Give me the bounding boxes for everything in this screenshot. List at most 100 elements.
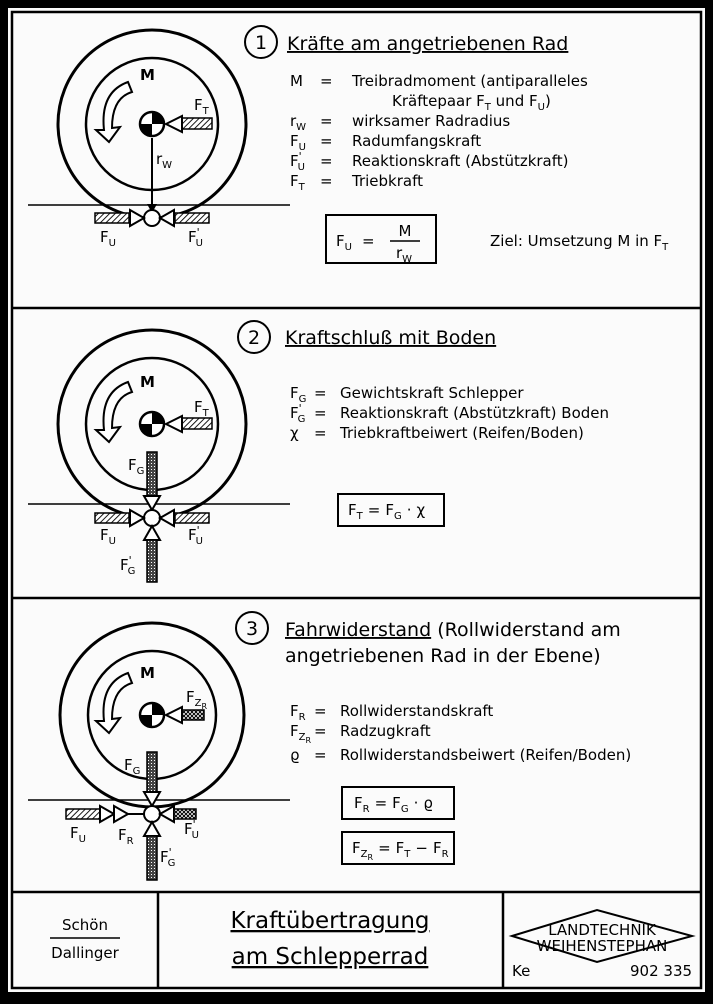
- legend-row: rW: [290, 112, 306, 133]
- sheet-title-1: Kraftübertragung: [230, 908, 429, 934]
- contact-point-3: [143, 805, 161, 823]
- legend-description: Rollwiderstandsbeiwert (Reifen/Boden): [340, 746, 631, 764]
- section-1: M FT rW FU F'U 1 Kräfte am angetriebenen…: [28, 25, 669, 265]
- label-FU-3: FU: [70, 824, 86, 845]
- formula-1-denominator: rW: [396, 244, 412, 265]
- legend-equals: =: [320, 152, 333, 170]
- formula-box-3a: [341, 786, 455, 820]
- label-FG-2: FG: [128, 456, 144, 477]
- label-FU: FU: [100, 228, 116, 249]
- contact-point-2: [143, 509, 161, 527]
- formula-1-lhs: FU=: [336, 232, 375, 253]
- label-FU-2: FU: [100, 526, 116, 547]
- section-2: M FT FG FU F'U F'G 2 Kraftschluß mit Bod…: [28, 320, 609, 583]
- section-number-1: 1: [255, 32, 267, 54]
- moment-arrow-3: [93, 671, 134, 735]
- label-M: M: [140, 66, 155, 84]
- legend-description: Triebkraft: [351, 172, 423, 190]
- label-M-3: M: [140, 664, 155, 682]
- force-FG-bar-2: [146, 451, 158, 497]
- legend-description: Treibradmoment (antiparalleles: [351, 72, 588, 90]
- formula-1-numerator: M: [399, 222, 412, 240]
- goal-text: Ziel: Umsetzung M in FT: [490, 232, 669, 253]
- legend-description: wirksamer Radradius: [352, 112, 510, 130]
- legend-equals: =: [314, 746, 327, 764]
- legend-description: Reaktionskraft (Abstützkraft) Boden: [340, 404, 609, 422]
- legend-row: F'U: [290, 150, 305, 173]
- legend-row: FZR: [290, 722, 312, 745]
- title-block: Schön Dallinger Kraftübertragung am Schl…: [50, 908, 696, 980]
- label-FU-prime-3: F'U: [184, 818, 199, 841]
- legend-equals: =: [314, 702, 327, 720]
- label-FU-prime: F'U: [188, 226, 203, 249]
- legend-row: ϱ: [290, 746, 300, 764]
- contact-point-1: [143, 209, 161, 227]
- formula-2: FT=FG·χ: [348, 501, 426, 522]
- wheel-1: M FT rW FU F'U: [28, 28, 290, 249]
- legend-equals: =: [314, 404, 327, 422]
- label-rW: rW: [156, 150, 172, 171]
- legend-equals: =: [314, 424, 327, 442]
- label-FG-prime-3: F'G: [160, 846, 175, 869]
- legend-description: Rollwiderstandskraft: [340, 702, 493, 720]
- formula-3a: FR=FG·ϱ: [354, 794, 433, 815]
- wheel-3: M FZR FG FU FR F'U F'G: [28, 621, 290, 881]
- legend-description: Radzugkraft: [340, 722, 431, 740]
- legend-description: Triebkraftbeiwert (Reifen/Boden): [339, 424, 584, 442]
- label-M-2: M: [140, 373, 155, 391]
- legend-row: FT: [290, 172, 306, 193]
- legend-equals: =: [314, 722, 327, 740]
- section-heading-2: Kraftschluß mit Boden: [285, 327, 496, 349]
- legend-row: χ: [290, 424, 299, 442]
- sheet-number: 902 335: [630, 962, 692, 980]
- sheet-title-2: am Schlepperrad: [232, 944, 429, 970]
- logo-text-2: WEIHENSTEPHAN: [537, 937, 668, 955]
- legend-equals: =: [320, 132, 333, 150]
- legend-equals: =: [320, 72, 333, 90]
- label-FG-prime-2: F'G: [120, 554, 135, 577]
- author-1: Schön: [62, 916, 108, 934]
- outer-frame: [10, 10, 703, 990]
- legend-description: Reaktionskraft (Abstützkraft): [352, 152, 569, 170]
- legend-equals: =: [320, 172, 333, 190]
- legend-row: FR: [290, 702, 306, 723]
- legend-description: Kräftepaar FT und FU): [392, 92, 551, 113]
- logo-text-1: LANDTECHNIK: [548, 921, 657, 939]
- section-number-circle-2: [237, 320, 271, 354]
- label-FT: FT: [194, 96, 210, 117]
- moment-arrow-1: [93, 80, 134, 144]
- legend-equals: =: [320, 112, 333, 130]
- legend-equals: =: [314, 384, 327, 402]
- section-3: M FZR FG FU FR F'U F'G 3 Fahrwiderstand …: [28, 611, 631, 881]
- logo-diamond: [508, 908, 696, 964]
- label-FU-prime-2: F'U: [188, 524, 203, 547]
- paper: [8, 8, 705, 992]
- label-FT-2: FT: [194, 398, 210, 419]
- section-number-3: 3: [246, 618, 258, 640]
- legend-row: F'G: [290, 402, 305, 425]
- moment-arrow-2: [93, 380, 134, 444]
- legend-description: Radumfangskraft: [352, 132, 481, 150]
- section-heading-3a: Fahrwiderstand (Rollwiderstand am: [285, 619, 621, 641]
- author-2: Dallinger: [51, 944, 120, 962]
- legend-row: FU: [290, 132, 306, 153]
- legend-1: M=Treibradmoment (antiparallelesKräftepa…: [290, 72, 588, 193]
- section-number-circle-3: [235, 611, 269, 645]
- force-FG-bar-3: [146, 751, 158, 793]
- formula-box-3b: [341, 831, 455, 865]
- section-number-circle-1: [244, 25, 278, 59]
- force-FG-prime-bar-3: [146, 835, 158, 881]
- wheel-2: M FT FG FU F'U F'G: [28, 328, 290, 583]
- legend-description: Gewichtskraft Schlepper: [340, 384, 524, 402]
- sheet-code: Ke: [512, 962, 530, 980]
- section-number-2: 2: [248, 327, 260, 349]
- section-heading-1: Kräfte am angetriebenen Rad: [287, 33, 568, 55]
- force-FG-prime-bar-2: [146, 539, 158, 583]
- formula-box-2: [337, 493, 445, 527]
- legend-row: FG: [290, 384, 306, 405]
- label-FR-3: FR: [118, 826, 134, 847]
